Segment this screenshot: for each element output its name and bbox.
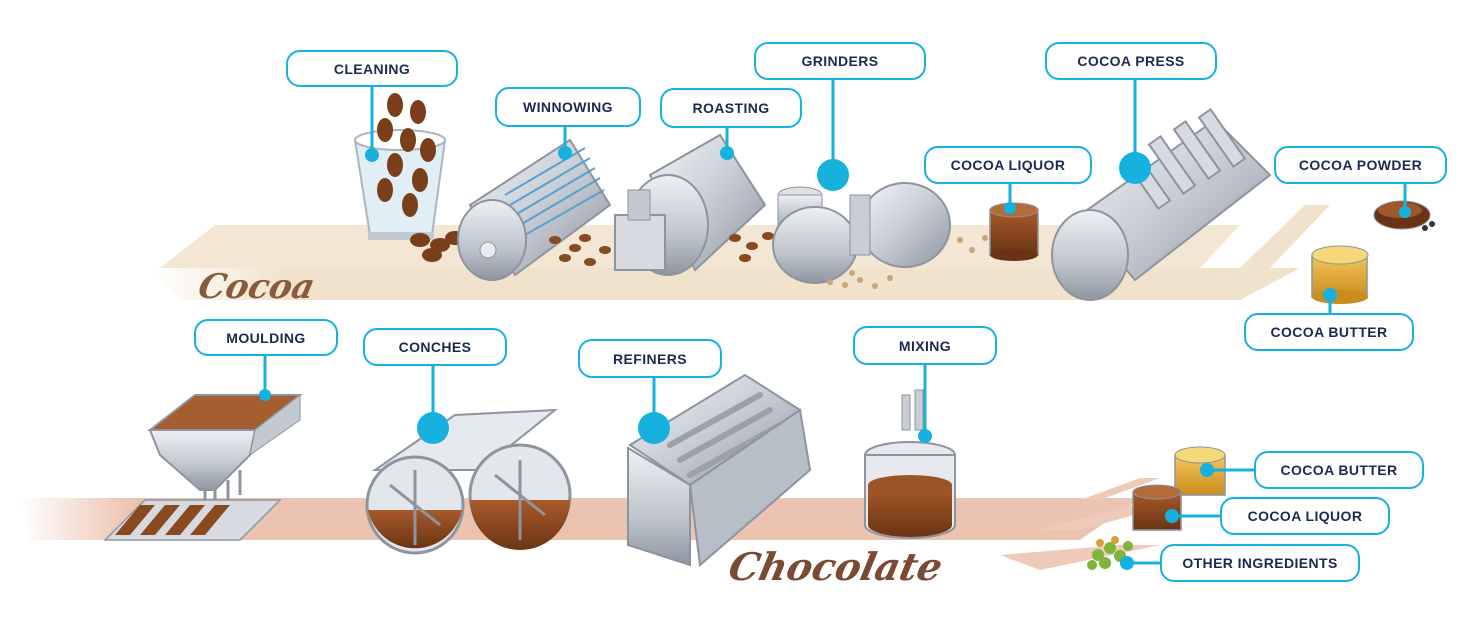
label-grinders: GRINDERS xyxy=(754,42,926,80)
cocoa-liquor-pot-bottom xyxy=(1132,484,1182,531)
label-other-ingredients: OTHER INGREDIENTS xyxy=(1160,544,1360,582)
grinders-machine xyxy=(772,182,988,289)
callout-pointers xyxy=(259,78,1411,570)
label-roasting: ROASTING xyxy=(660,88,802,128)
label-cocoa-liquor-bottom: COCOA LIQUOR xyxy=(1220,497,1390,535)
chocolate-belt-word: Chocolate xyxy=(725,545,947,590)
mixing-machine xyxy=(864,389,956,539)
label-cocoa-press: COCOA PRESS xyxy=(1045,42,1217,80)
label-moulding: MOULDING xyxy=(194,319,338,356)
label-mixing: MIXING xyxy=(853,326,997,365)
label-cleaning: CLEANING xyxy=(286,50,458,87)
label-winnowing: WINNOWING xyxy=(495,87,641,127)
cocoa-press-machine xyxy=(1051,108,1272,301)
refiners-machine xyxy=(627,373,812,567)
winnowing-machine xyxy=(457,138,612,281)
roasting-machine xyxy=(614,133,774,276)
label-cocoa-butter-top: COCOA BUTTER xyxy=(1244,313,1414,351)
label-conches: CONCHES xyxy=(363,328,507,366)
cocoa-butter-pot-bottom xyxy=(1174,446,1226,496)
cocoa-belt-word: Cocoa xyxy=(195,267,319,307)
conches-machine xyxy=(365,408,572,555)
label-cocoa-powder: COCOA POWDER xyxy=(1274,146,1447,184)
label-refiners: REFINERS xyxy=(578,339,722,378)
label-cocoa-liquor-top: COCOA LIQUOR xyxy=(924,146,1092,184)
moulding-machine xyxy=(103,393,303,541)
cocoa-butter-pot-top xyxy=(1311,245,1369,304)
label-cocoa-butter-bottom: COCOA BUTTER xyxy=(1254,451,1424,489)
